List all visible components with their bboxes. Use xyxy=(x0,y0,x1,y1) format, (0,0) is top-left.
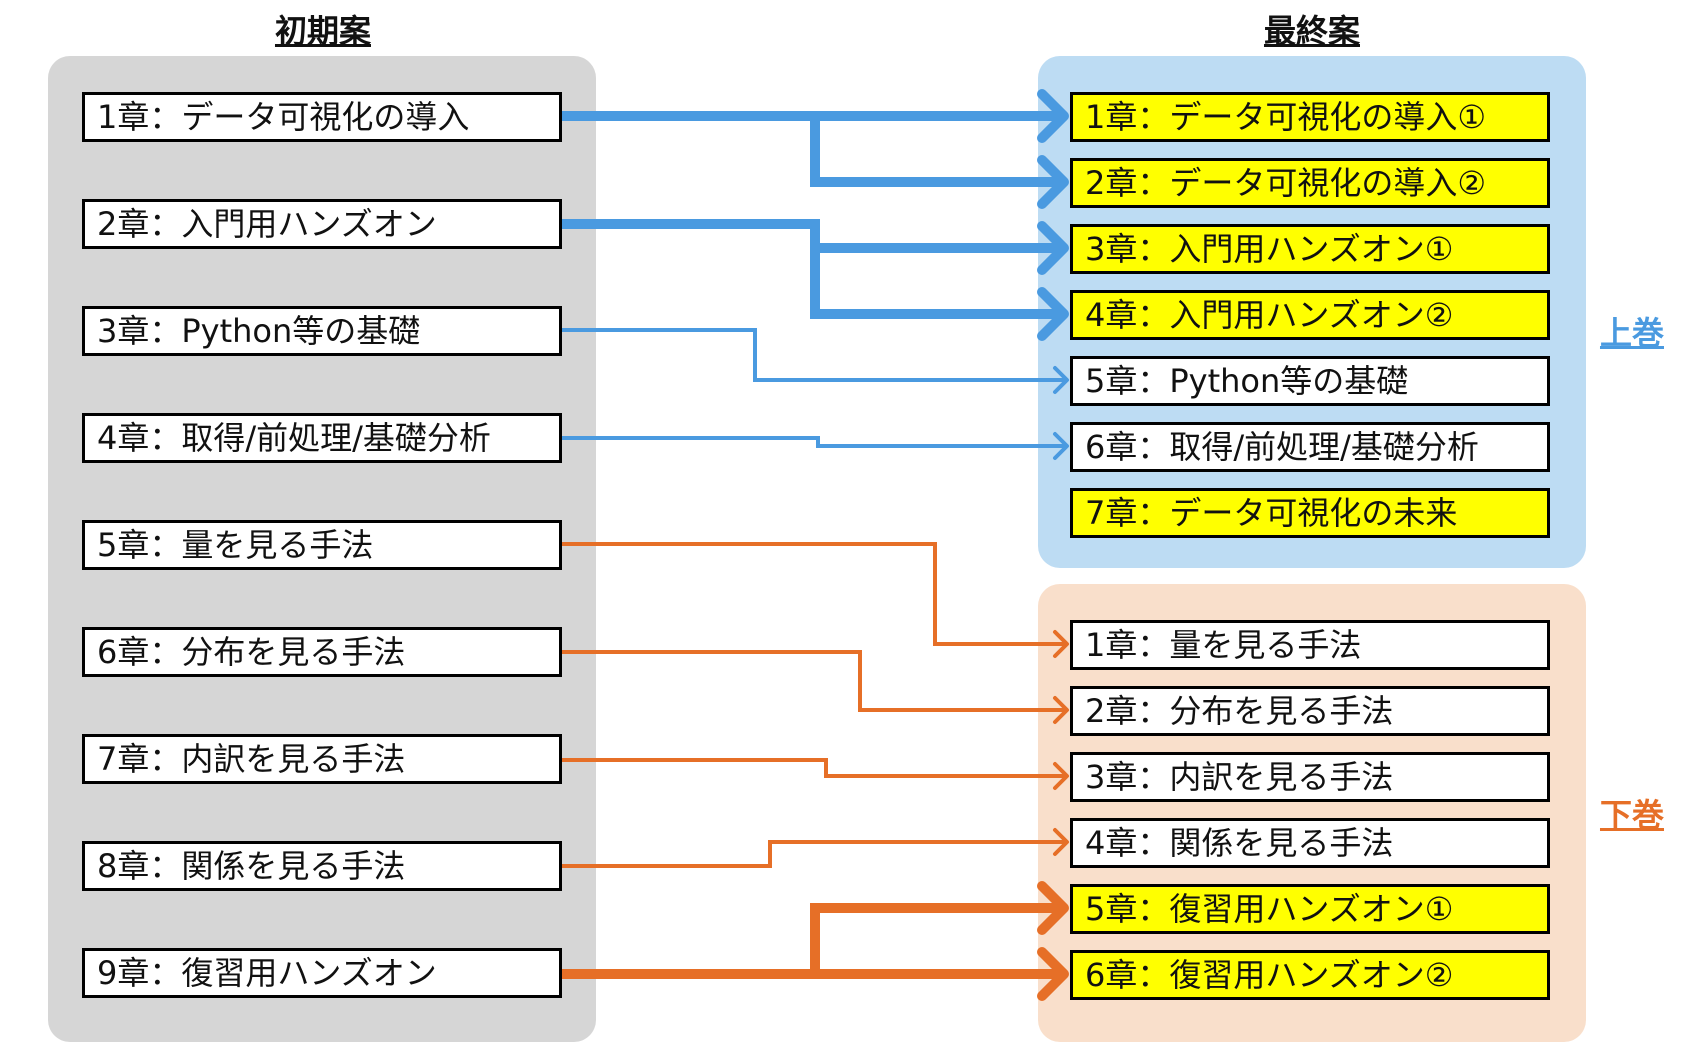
upper-chapter-box: 1章：データ可視化の導入① xyxy=(1070,92,1550,142)
arrowhead-upper2 xyxy=(1037,155,1069,209)
arrow-init8-to-lower4 xyxy=(562,840,1066,868)
final-plan-title: 最終案 xyxy=(1263,12,1360,50)
arrow-init9-to-lower5 xyxy=(562,903,1062,979)
arrow-init7-to-lower3 xyxy=(562,758,1066,778)
arrow-init3-to-upper5 xyxy=(562,328,1066,382)
arrowhead-upper5 xyxy=(1053,366,1069,394)
lower-chapter-box: 3章：内訳を見る手法 xyxy=(1070,752,1550,802)
arrowhead-lower6 xyxy=(1037,947,1069,1001)
arrowhead-lower3 xyxy=(1053,762,1069,790)
arrow-init2-to-upper3 xyxy=(562,219,1062,253)
upper-chapter-box: 5章：Python等の基礎 xyxy=(1070,356,1550,406)
lower-chapter-box: 5章：復習用ハンズオン① xyxy=(1070,884,1550,934)
arrowhead-lower1 xyxy=(1053,630,1069,658)
initial-chapter-box: 1章：データ可視化の導入 xyxy=(82,92,562,142)
upper-chapter-box: 4章：入門用ハンズオン② xyxy=(1070,290,1550,340)
initial-chapter-box: 4章：取得/前処理/基礎分析 xyxy=(82,413,562,463)
upper-chapter-box: 7章：データ可視化の未来 xyxy=(1070,488,1550,538)
arrow-init2-to-upper4 xyxy=(810,248,1062,319)
initial-chapter-box: 3章：Python等の基礎 xyxy=(82,306,562,356)
initial-plan-title: 初期案 xyxy=(274,12,371,50)
initial-chapter-box: 9章：復習用ハンズオン xyxy=(82,948,562,998)
arrowhead-upper3 xyxy=(1037,221,1069,275)
lower-volume-label: 下巻 xyxy=(1599,796,1664,834)
initial-chapter-box: 7章：内訳を見る手法 xyxy=(82,734,562,784)
arrowhead-upper6 xyxy=(1053,432,1069,460)
lower-chapter-box: 2章：分布を見る手法 xyxy=(1070,686,1550,736)
arrow-init1-to-upper2 xyxy=(810,116,1062,187)
arrow-init6-to-lower2 xyxy=(562,650,1066,712)
arrowhead-lower4 xyxy=(1053,828,1069,856)
arrowhead-upper1 xyxy=(1037,89,1069,143)
initial-chapter-box: 6章：分布を見る手法 xyxy=(82,627,562,677)
initial-chapter-box: 5章：量を見る手法 xyxy=(82,520,562,570)
upper-chapter-box: 6章：取得/前処理/基礎分析 xyxy=(1070,422,1550,472)
lower-chapter-box: 6章：復習用ハンズオン② xyxy=(1070,950,1550,1000)
upper-volume-label: 上巻 xyxy=(1599,314,1664,352)
initial-chapter-box: 8章：関係を見る手法 xyxy=(82,841,562,891)
upper-chapter-box: 2章：データ可視化の導入② xyxy=(1070,158,1550,208)
upper-chapter-box: 3章：入門用ハンズオン① xyxy=(1070,224,1550,274)
lower-chapter-box: 1章：量を見る手法 xyxy=(1070,620,1550,670)
arrowhead-lower2 xyxy=(1053,696,1069,724)
initial-chapter-box: 2章：入門用ハンズオン xyxy=(82,199,562,249)
arrowhead-upper4 xyxy=(1037,287,1069,341)
lower-chapter-box: 4章：関係を見る手法 xyxy=(1070,818,1550,868)
arrowhead-lower5 xyxy=(1037,881,1069,935)
arrow-init4-to-upper6 xyxy=(562,436,1066,448)
arrow-init5-to-lower1 xyxy=(562,542,1066,646)
